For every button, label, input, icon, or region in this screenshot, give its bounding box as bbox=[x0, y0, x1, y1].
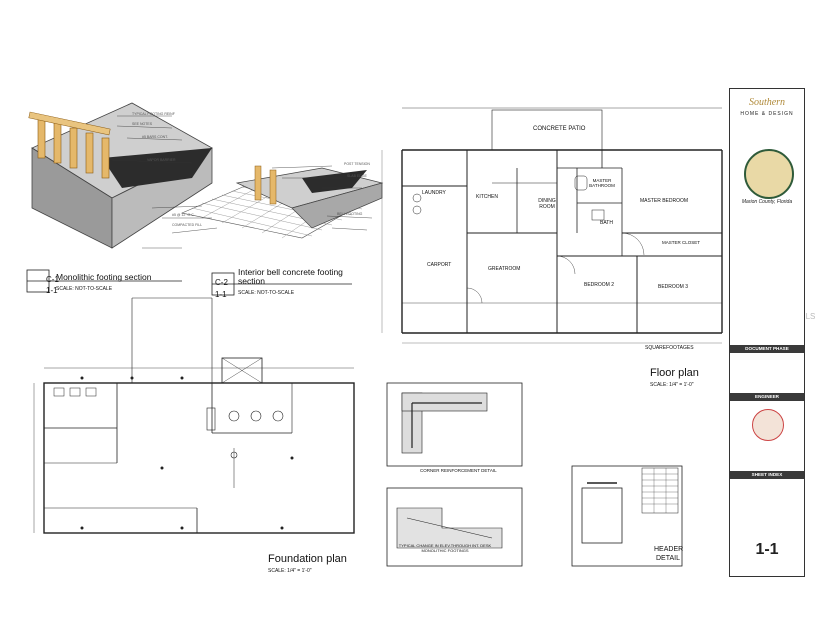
c2-number: C-2 bbox=[215, 278, 228, 287]
c2-title: Interior bell concrete footing section bbox=[238, 267, 343, 286]
interior-bell-footing-illustration bbox=[181, 165, 384, 239]
floor-plan-title: Floor plan bbox=[650, 367, 699, 379]
c2-scale: SCALE: NOT-TO-SCALE bbox=[238, 290, 295, 296]
room-kitchen: KITCHEN bbox=[476, 194, 498, 200]
room-carport: CARPORT bbox=[427, 262, 452, 268]
brand-tagline: HOME & DESIGN bbox=[740, 111, 794, 117]
foundation-plan-drawing bbox=[33, 297, 355, 534]
brand-name: Southern bbox=[748, 97, 786, 108]
room-bedroom-3: BEDROOM 3 bbox=[658, 284, 689, 290]
c1-number: C-1 bbox=[46, 275, 59, 284]
room-bedroom-2: BEDROOM 2 bbox=[584, 282, 615, 288]
blueprint-drawing: TYPICAL FOOTING REINF SEE NOTES #5 BARS C… bbox=[26, 102, 723, 567]
drawing-sheet: TYPICAL FOOTING REINF SEE NOTES #5 BARS C… bbox=[22, 88, 805, 576]
square-footages-label: SQUAREFOOTAGES bbox=[645, 345, 694, 351]
room-greatroom: GREATROOM bbox=[488, 266, 521, 272]
room-dining: DINING ROOM bbox=[538, 198, 556, 210]
c2-sheet: 1-1 bbox=[215, 290, 227, 299]
svg-text:BELL FOOTING: BELL FOOTING bbox=[337, 212, 363, 216]
header-detail bbox=[571, 465, 683, 567]
engineer-seal-icon bbox=[752, 409, 784, 441]
c1-sheet: 1-1 bbox=[46, 286, 58, 295]
svg-text:SLAB EDGE: SLAB EDGE bbox=[347, 174, 368, 178]
floor-plan-scale: SCALE: 1/4" = 1'-0" bbox=[650, 382, 694, 388]
svg-text:VAPOR BARRIER: VAPOR BARRIER bbox=[147, 158, 176, 162]
room-master-closet: MASTER CLOSET bbox=[662, 240, 701, 245]
footing-detail-label: TYPICAL CHANGE IN ELEV.THROUGH INT. DESK… bbox=[398, 543, 492, 553]
svg-text:TYPICAL FOOTING REINF: TYPICAL FOOTING REINF bbox=[132, 112, 175, 116]
floor-plan-drawing bbox=[381, 107, 723, 344]
engineer-header: ENGINEER bbox=[730, 393, 804, 401]
room-laundry: LAUNDRY bbox=[422, 190, 446, 196]
sheet-index-header: SHEET INDEX bbox=[730, 471, 804, 479]
foundation-plan-title: Foundation plan bbox=[268, 553, 347, 565]
c1-title: Monolithic footing section bbox=[56, 272, 152, 282]
room-master-bath: MASTER BATHROOM bbox=[589, 178, 615, 188]
svg-text:COMPACTED FILL: COMPACTED FILL bbox=[172, 223, 202, 227]
c1-scale: SCALE: NOT-TO-SCALE bbox=[56, 286, 113, 292]
room-bath: BATH bbox=[600, 220, 613, 226]
svg-text:#5 @ 12" O.C.: #5 @ 12" O.C. bbox=[172, 213, 195, 217]
document-phase-header: DOCUMENT PHASE bbox=[730, 345, 804, 353]
corner-reinforcement-detail bbox=[386, 382, 523, 467]
header-detail-title: HEADER bbox=[654, 546, 684, 553]
leader-lines bbox=[111, 115, 373, 249]
svg-text:SEE NOTES: SEE NOTES bbox=[132, 122, 153, 126]
sheet-number: 1-1 bbox=[755, 541, 779, 558]
room-master-bed: MASTER BEDROOM bbox=[640, 198, 689, 204]
county-label: Marion County, Florida bbox=[741, 199, 793, 205]
monolithic-footing-illustration bbox=[28, 102, 213, 249]
room-patio: CONCRETE PATIO bbox=[533, 126, 586, 132]
svg-text:#5 BARS CONT.: #5 BARS CONT. bbox=[142, 135, 168, 139]
svg-text:POST TENSION: POST TENSION bbox=[344, 162, 370, 166]
corner-detail-label: CORNER REINFORCEMENT DETAIL bbox=[420, 468, 497, 473]
county-seal-icon bbox=[744, 149, 794, 199]
footing-change-detail bbox=[386, 487, 523, 567]
header-detail-subtitle: DETAIL bbox=[656, 555, 680, 562]
title-block: Southern HOME & DESIGN Marion County, Fl… bbox=[729, 88, 805, 577]
foundation-plan-scale: SCALE: 1/4" = 1'-0" bbox=[268, 568, 312, 574]
